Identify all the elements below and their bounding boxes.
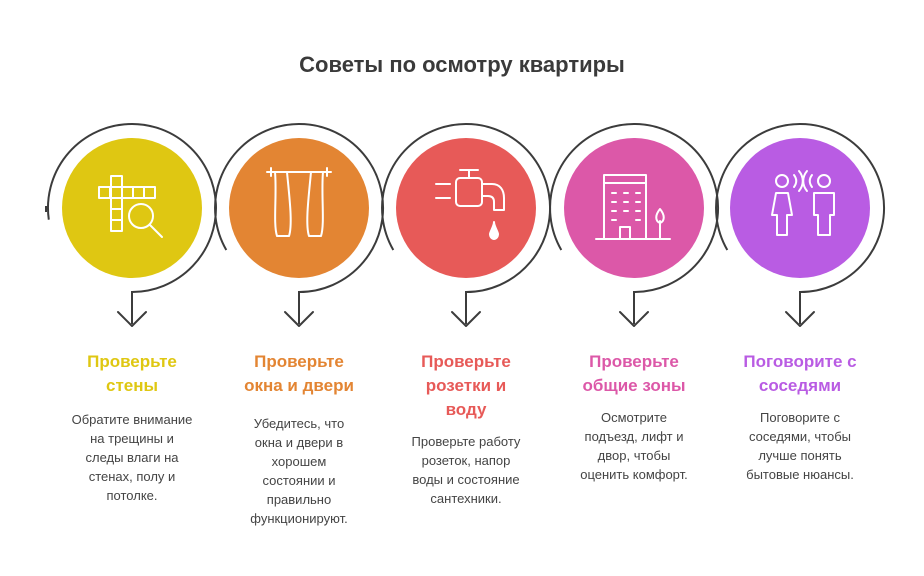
step-description-line: соседями, чтобы (749, 429, 851, 444)
step-heading-line: соседями (758, 376, 842, 395)
step-description-line: хорошем (271, 454, 327, 469)
step-heading-line: Проверьте (421, 352, 511, 371)
step-description: Поговорите с соседями, чтобы лучше понять б… (725, 408, 875, 484)
step-arrow (619, 311, 649, 327)
step-arrow (451, 311, 481, 327)
step-ring (549, 123, 719, 324)
building-icon (595, 174, 671, 240)
step-description-line: функционируют. (250, 511, 348, 526)
step-ring (47, 123, 217, 324)
step-heading-line: общие зоны (582, 376, 686, 395)
step-description-line: окна и двери в (254, 435, 344, 450)
step-heading-line: розетки и (425, 376, 507, 395)
step-heading: Проверьте розетки и воду (386, 350, 546, 422)
step-heading-line: Поговорите с (743, 352, 857, 371)
step-heading: Проверьте стены (52, 350, 212, 398)
step-heading-line: окна и двери (244, 376, 354, 395)
step-description-line: следы влаги на (85, 450, 179, 465)
step-description: Убедитесь, что окна и двери в хорошем состо… (224, 414, 374, 528)
step-description-line: сантехники. (430, 491, 502, 506)
step-disc (730, 138, 870, 278)
step-description-line: оценить комфорт. (580, 467, 688, 482)
step-description-line: стенах, полу и (88, 469, 176, 484)
step-ring (381, 123, 551, 324)
step-disc (229, 138, 369, 278)
step-heading-line: Проверьте (589, 352, 679, 371)
step-description-line: воды и состояние (412, 472, 520, 487)
step-description-line: состоянии и (262, 473, 336, 488)
step-heading-line: стены (105, 376, 159, 395)
step-description-line: Обратите внимание (71, 412, 193, 427)
step-description-line: на трещины и (90, 431, 174, 446)
page-title: Советы по осмотру квартиры (299, 52, 625, 77)
step-description-line: Поговорите с (760, 410, 840, 425)
step-ring (214, 123, 384, 324)
step-heading-line: воду (445, 400, 487, 419)
step-arrow (785, 311, 815, 327)
step-heading: Проверьте окна и двери (219, 350, 379, 398)
step-description-line: потолке. (106, 488, 158, 503)
step-disc (396, 138, 536, 278)
step-description-line: двор, чтобы (597, 448, 671, 463)
talking-people-icon (771, 170, 835, 236)
step-heading-line: Проверьте (254, 352, 344, 371)
step-heading: Проверьте общие зоны (554, 350, 714, 398)
step-description: Обратите внимание на трещины и следы влаги… (57, 410, 207, 505)
step-description-line: лучше понять (758, 448, 842, 463)
step-heading: Поговорите с соседями (720, 350, 880, 398)
step-description-line: правильно (266, 492, 332, 507)
step-heading-line: Проверьте (87, 352, 177, 371)
step-description-line: Осмотрите (601, 410, 667, 425)
step-description-line: подъезд, лифт и (584, 429, 684, 444)
faucet-icon (435, 169, 505, 240)
step-ring (715, 123, 885, 324)
step-description: Проверьте работу розеток, напор воды и сос… (391, 432, 541, 508)
step-description-line: Убедитесь, что (253, 416, 345, 431)
curtains-icon (266, 167, 332, 237)
step-description-line: Проверьте работу (411, 434, 521, 449)
step-description: Осмотрите подъезд, лифт и двор, чтобы оцени… (559, 408, 709, 484)
step-arrow (117, 311, 147, 327)
step-description-line: розеток, напор (421, 453, 511, 468)
step-disc (564, 138, 704, 278)
step-arrow (284, 311, 314, 327)
step-description-line: бытовые нюансы. (746, 467, 854, 482)
crossword-magnifier-icon (98, 175, 163, 238)
